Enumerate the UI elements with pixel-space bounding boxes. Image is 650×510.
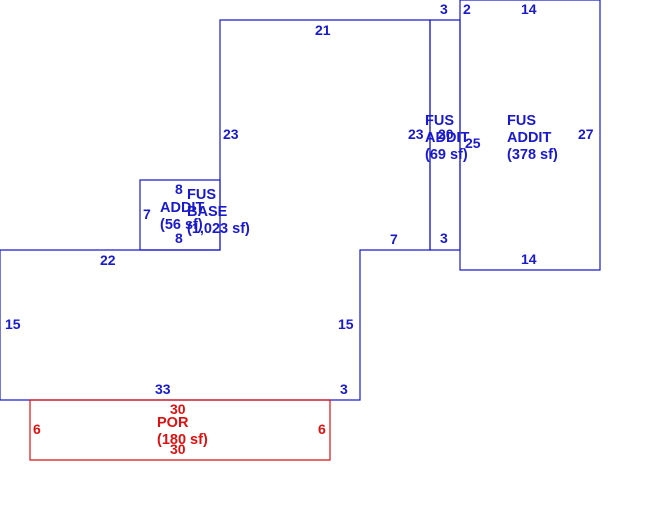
addition-small-label-line2: (56 sf) — [160, 217, 203, 233]
base-dim-mid-right: 7 — [390, 231, 398, 247]
base-dim-left-upper: 23 — [223, 126, 239, 142]
addition-large-dim-bottom: 14 — [521, 251, 537, 267]
base-dim-left-lower: 22 — [100, 252, 116, 268]
addition-small-outline — [139, 179, 221, 251]
addition-large-label-line2: ADDIT — [507, 130, 551, 146]
addition-large-outline — [459, 0, 601, 271]
base-label-line3: (1,023 sf) — [187, 221, 250, 237]
base-dim-right-side: 15 — [338, 316, 354, 332]
porch-label-line1: POR — [157, 415, 189, 431]
addition-large-dim-top: 14 — [521, 1, 537, 17]
addition-large-label-line1: FUS — [507, 113, 536, 129]
addition-small-label-line1: ADDIT — [160, 200, 204, 216]
addition-large-dim-right: 27 — [578, 126, 594, 142]
porch-outline — [29, 399, 331, 461]
base-dim-top: 21 — [315, 22, 331, 38]
base-dim-bottom-right: 3 — [340, 381, 348, 397]
addition-large-dim-top-left: 2 — [463, 1, 471, 17]
base-dim-left-side: 15 — [5, 316, 21, 332]
addition-small-dim-left: 7 — [143, 206, 151, 222]
addition-narrow-dim-right: 25 — [465, 135, 481, 151]
addition-narrow-dim-mid: 20 — [438, 126, 454, 142]
porch-dim-top: 30 — [170, 401, 186, 417]
addition-large-label-line3: (378 sf) — [507, 147, 558, 163]
base-label-line1: FUS — [187, 187, 216, 203]
porch-label-line2: (180 sf) — [157, 432, 208, 448]
porch-dim-right: 6 — [318, 421, 326, 437]
porch-dim-left: 6 — [33, 421, 41, 437]
addition-narrow-label-line1: FUS — [425, 113, 454, 129]
base-label-line2: BASE — [187, 204, 228, 220]
addition-narrow-dim-top: 3 — [440, 1, 448, 17]
addition-small-dim-bottom: 8 — [175, 230, 183, 246]
base-dim-bottom: 33 — [155, 381, 171, 397]
addition-narrow-label-line3: (69 sf) — [425, 147, 468, 163]
addition-narrow-dim-bottom: 3 — [440, 230, 448, 246]
porch-dim-bottom: 30 — [170, 441, 186, 457]
base-dim-right-upper: 23 — [408, 126, 424, 142]
addition-narrow-label-line2: ADDIT — [425, 130, 469, 146]
addition-small-dim-top: 8 — [175, 181, 183, 197]
